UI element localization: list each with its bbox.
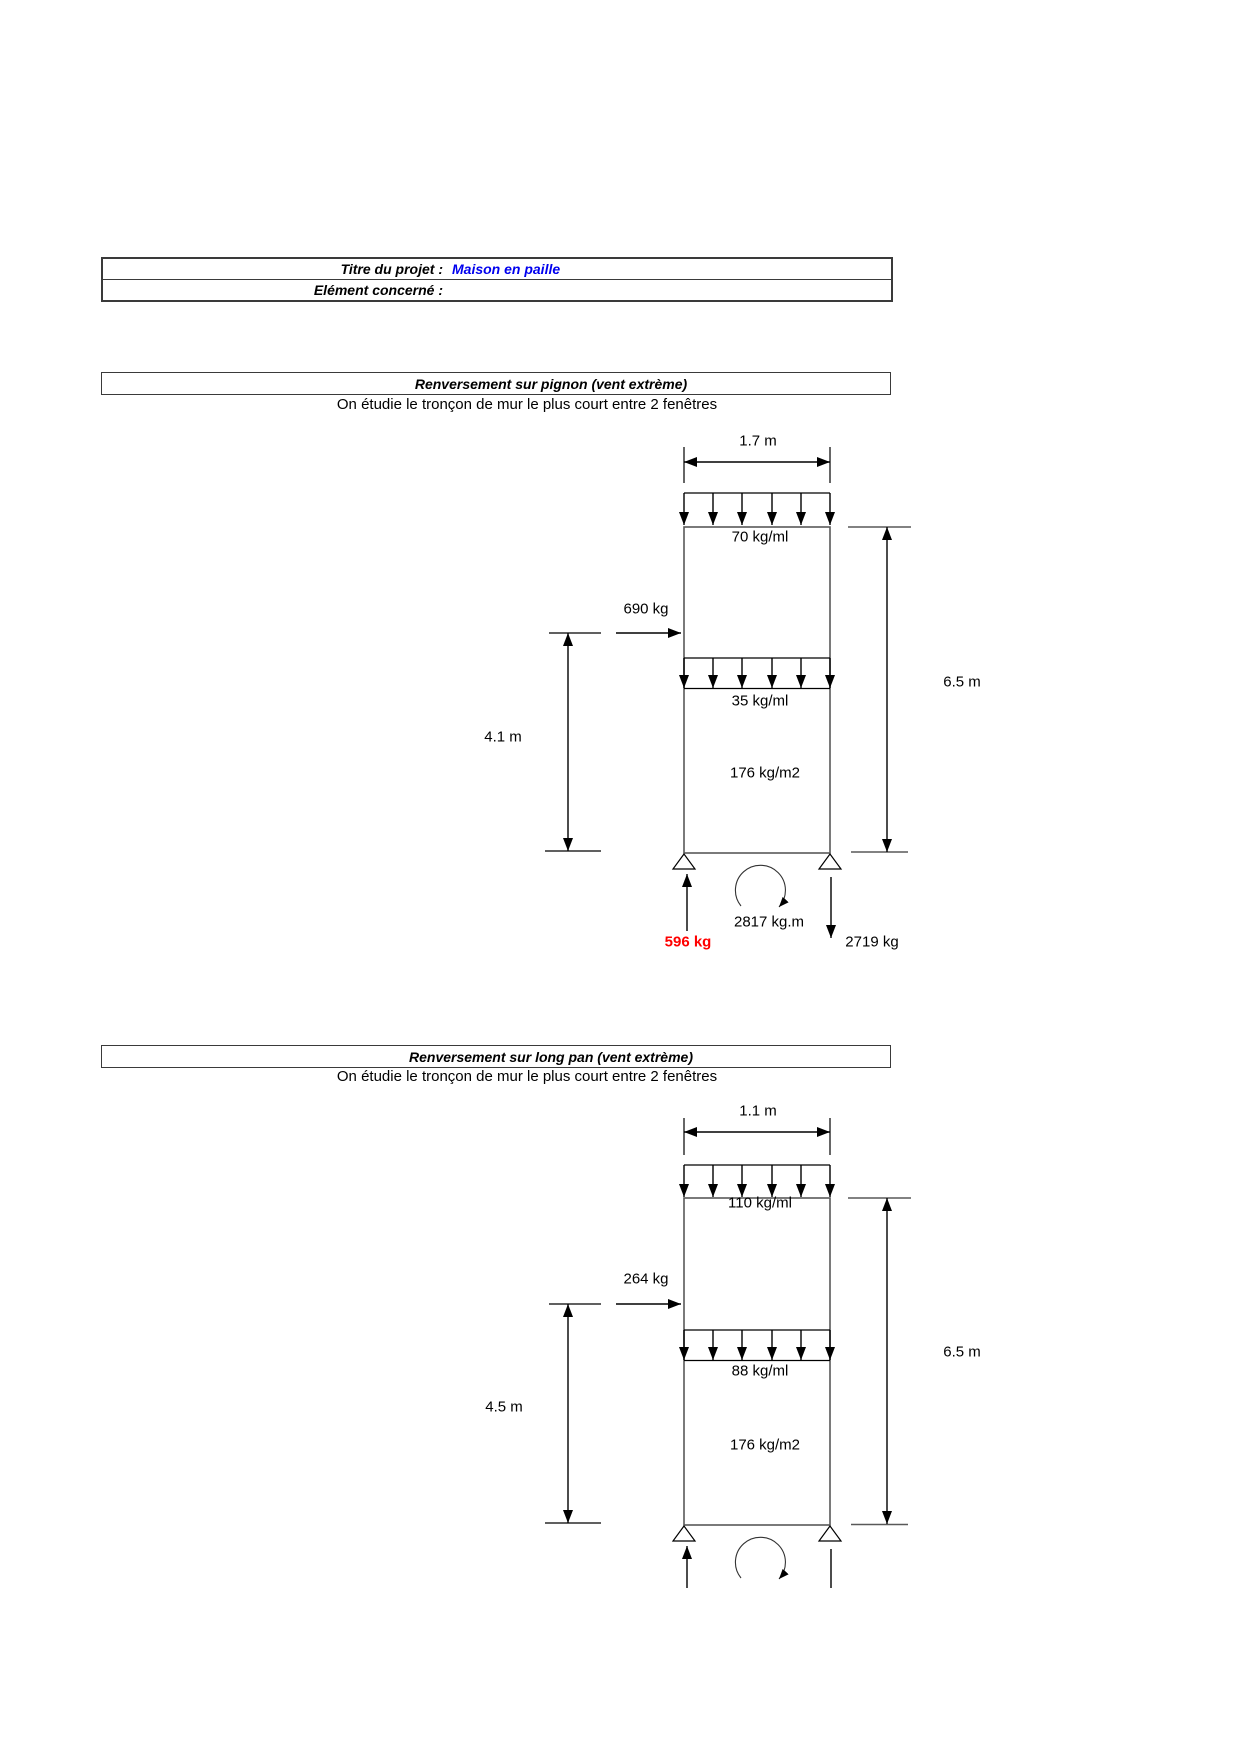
- d1-down-reaction-label: 2719 kg: [845, 933, 899, 951]
- d2-area-load-label: 176 kg/m2: [729, 1436, 801, 1454]
- diagram1-linework: [545, 447, 911, 938]
- diagram2-linework: [545, 1118, 911, 1588]
- element-row: Elément concerné :: [103, 279, 891, 300]
- d2-support-left: [671, 1524, 697, 1542]
- d1-right-height-label: 6.5 m: [943, 673, 981, 691]
- d1-left-dimension: [545, 632, 601, 852]
- d2-moment-arc: [734, 1536, 789, 1580]
- section2-header-box: Renversement sur long pan (vent extrème): [101, 1045, 891, 1068]
- d1-uplift-reaction-label: 596 kg: [664, 933, 712, 951]
- d1-left-height-label: 4.1 m: [484, 728, 522, 746]
- d2-mid-load-arrows: [679, 1329, 835, 1362]
- d2-support-right: [817, 1524, 843, 1542]
- d1-wall: [683, 526, 831, 854]
- d1-right-dimension: [848, 526, 911, 853]
- d1-top-width-label: 1.7 m: [739, 432, 777, 450]
- section1-subtitle: On étudie le tronçon de mur le plus cour…: [336, 396, 718, 413]
- d2-right-height-label: 6.5 m: [943, 1343, 981, 1361]
- project-info-table: Titre du projet : Maison en paille Eléme…: [101, 257, 893, 302]
- d1-top-load-arrows: [679, 492, 835, 525]
- section2-title: Renversement sur long pan (vent extrème): [409, 1048, 693, 1065]
- d1-top-load-label: 70 kg/ml: [731, 528, 789, 546]
- element-label: Elément concerné :: [313, 282, 443, 298]
- d2-mid-load-label: 88 kg/ml: [731, 1362, 789, 1380]
- d1-area-load-label: 176 kg/m2: [729, 764, 801, 782]
- d2-left-dimension: [545, 1303, 601, 1524]
- d1-mid-load-arrows: [679, 657, 835, 690]
- d2-wall: [683, 1197, 831, 1526]
- d1-support-right: [817, 852, 843, 870]
- d1-support-left: [671, 852, 697, 870]
- d2-top-dimension: [683, 1118, 831, 1155]
- section1-title: Renversement sur pignon (vent extrème): [414, 375, 688, 392]
- d1-moment-label: 2817 kg.m: [733, 913, 805, 931]
- project-title-row: Titre du projet : Maison en paille: [103, 259, 891, 279]
- d1-top-dimension: [683, 447, 831, 483]
- project-title-value: Maison en paille: [452, 261, 561, 277]
- d1-mid-load-label: 35 kg/ml: [731, 692, 789, 710]
- d1-lateral-force-label: 690 kg: [623, 600, 669, 618]
- section1-header-box: Renversement sur pignon (vent extrème): [101, 372, 891, 395]
- d2-top-load-label: 110 kg/ml: [728, 1194, 792, 1212]
- d2-lateral-force-label: 264 kg: [623, 1270, 669, 1288]
- d2-right-dimension: [848, 1197, 911, 1526]
- d1-moment-arc: [734, 864, 789, 908]
- d2-top-load-arrows: [679, 1164, 835, 1197]
- d2-top-width-label: 1.1 m: [739, 1102, 777, 1120]
- d2-left-height-label: 4.5 m: [485, 1398, 523, 1416]
- project-title-label: Titre du projet :: [340, 261, 443, 277]
- section2-subtitle: On étudie le tronçon de mur le plus cour…: [336, 1068, 718, 1085]
